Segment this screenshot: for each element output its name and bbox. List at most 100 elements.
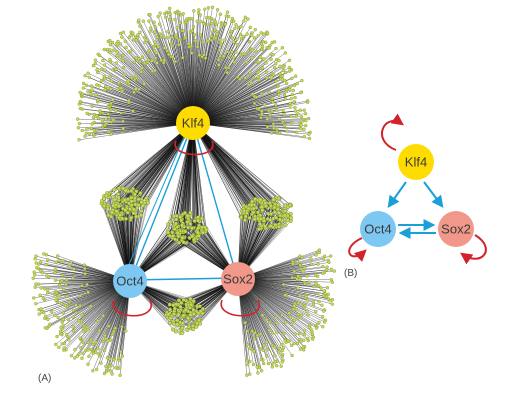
sox2-target-node	[248, 346, 252, 350]
sox2-target-node	[277, 346, 281, 351]
sox2-target-node	[275, 330, 279, 335]
oct4-target-node	[62, 287, 66, 292]
sox2-target-node	[262, 361, 266, 366]
oct4-target-node	[74, 303, 78, 307]
shared-target-node	[185, 220, 190, 224]
sox2-target-node	[291, 262, 295, 266]
shared-target-node	[268, 212, 273, 217]
klf4-target-node	[233, 26, 237, 31]
klf4-target-node	[293, 109, 298, 113]
klf4-target-node	[274, 79, 278, 83]
klf4-target-node	[304, 119, 308, 123]
sox2-target-node	[280, 342, 284, 347]
klf4-target-node	[225, 10, 230, 14]
klf4-target-node	[307, 136, 312, 141]
klf4-target-node	[190, 51, 194, 55]
klf4-target-node	[173, 59, 178, 64]
klf4-target-node	[222, 54, 226, 58]
shared-target-node	[288, 211, 293, 216]
klf4-target-node	[135, 35, 140, 40]
sox2-target-node	[280, 348, 285, 353]
klf4-target-node	[300, 78, 304, 83]
shared-target-node	[260, 208, 265, 213]
klf4-target-node	[197, 53, 201, 57]
shared-target-node	[170, 230, 175, 235]
sox2-target-node	[270, 365, 274, 369]
oct4-target-node	[96, 318, 100, 323]
klf4-target-node	[181, 29, 185, 33]
shared-target-node	[180, 223, 184, 228]
oct4-target-node	[83, 266, 87, 271]
oct4-target-node	[74, 310, 79, 315]
klf4-target-node	[119, 86, 123, 90]
oct4-target-node	[45, 258, 50, 262]
klf4-target-node	[241, 34, 245, 39]
klf4-target-node	[137, 87, 141, 91]
klf4-target-node	[134, 87, 138, 91]
sox2-target-node	[258, 347, 263, 351]
sox2-target-node	[266, 347, 270, 352]
sox2-target-node	[323, 254, 327, 258]
arrow-klf4-to-oct4	[387, 181, 407, 208]
sox2-target-node	[325, 265, 329, 269]
klf4-target-node	[219, 25, 223, 29]
sox2-target-node	[320, 315, 325, 319]
klf4-target-node	[177, 38, 181, 42]
shared-target-node	[191, 299, 196, 304]
shared-target-node	[180, 330, 185, 335]
klf4-target-node	[249, 80, 253, 85]
klf4-target-node	[148, 30, 152, 34]
klf4-target-node	[217, 63, 221, 67]
klf4-target-node	[247, 39, 252, 44]
sox2-target-node	[330, 302, 334, 306]
klf4-target-node	[121, 53, 125, 57]
shared-target-node	[190, 234, 195, 239]
oct4-target-node	[56, 315, 60, 320]
sox2-target-node	[250, 329, 254, 333]
sox2-target-node	[296, 301, 301, 305]
klf4-target-node	[288, 87, 292, 92]
sox2-target-node	[260, 313, 265, 317]
klf4-target-node	[307, 116, 311, 121]
shared-target-node	[190, 226, 194, 231]
sox2-target-node	[307, 280, 311, 284]
klf4-target-node	[293, 95, 297, 100]
shared-target-node	[172, 306, 177, 311]
sox2-target-node	[302, 345, 306, 349]
oct4-target-node	[60, 342, 64, 346]
sox2-self-loop	[220, 299, 260, 317]
sox2-target-node	[301, 269, 305, 273]
klf4-target-node	[129, 49, 133, 53]
sox2-target-node	[305, 309, 309, 313]
klf4-target-node	[153, 56, 158, 60]
shared-target-node	[167, 302, 172, 307]
klf4-target-node	[264, 40, 268, 44]
sox2-target-node	[296, 313, 301, 317]
oct4-target-node	[46, 317, 50, 322]
klf4-target-node	[183, 36, 188, 40]
klf4-target-node	[148, 12, 152, 17]
sox2-target-node	[288, 315, 293, 319]
oct4-target-node	[96, 347, 100, 351]
sox2-target-node	[305, 274, 309, 278]
shared-target-node	[200, 306, 205, 311]
oct4-self-loop	[112, 299, 152, 317]
shared-target-node	[129, 199, 134, 204]
klf4-target-node	[89, 126, 94, 130]
klf4-target-node	[234, 50, 238, 54]
oct4-target-node	[45, 274, 49, 278]
sox2-target-node	[255, 333, 260, 338]
klf4-target-node	[267, 90, 271, 94]
shared-target-node	[129, 203, 134, 208]
klf4-target-node	[175, 25, 179, 30]
klf4-target-node	[181, 12, 185, 16]
klf4-target-node	[86, 71, 90, 75]
klf4-target-node	[245, 32, 249, 36]
shared-target-node	[176, 312, 181, 317]
oct4-target-node	[67, 338, 71, 342]
klf4-target-node	[191, 25, 196, 29]
oct4-target-node	[91, 369, 95, 373]
oct4-target-node	[79, 346, 83, 350]
oct4-target-node	[39, 269, 43, 273]
